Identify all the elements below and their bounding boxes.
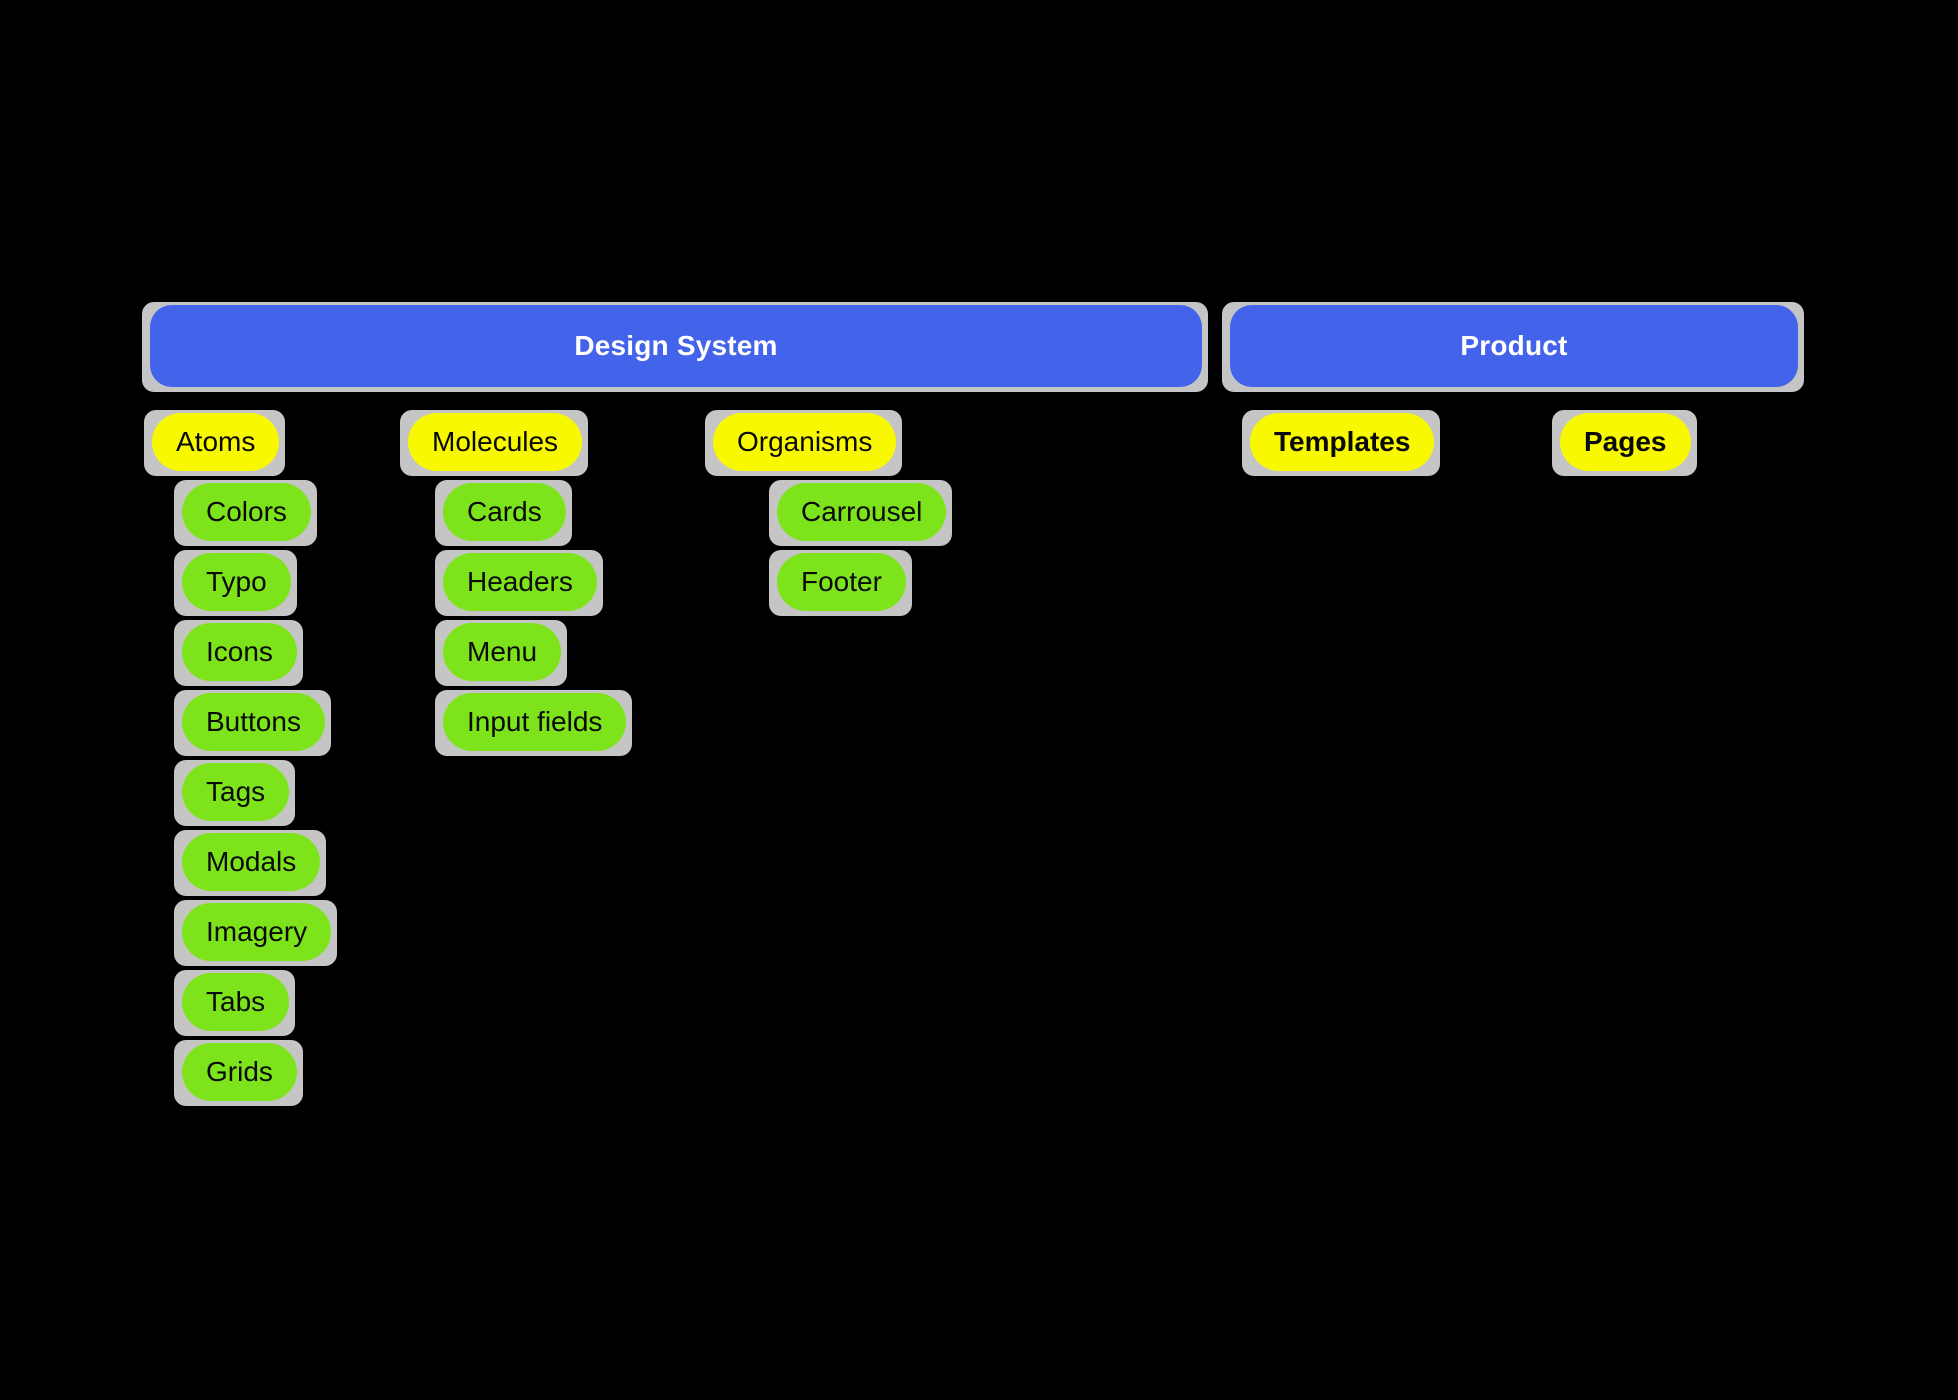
node-grids-halo: Grids [174,1040,303,1106]
templates-column: Templates [1242,410,1441,476]
node-headers-halo: Headers [435,550,603,616]
node-colors: Colors [182,483,311,541]
node-menu: Menu [443,623,562,681]
node-colors-halo: Colors [174,480,317,546]
node-molecules-halo: Molecules [400,410,589,476]
organisms-column: Organisms Carrousel Footer [705,410,953,616]
node-carrousel: Carrousel [777,483,947,541]
node-icons-halo: Icons [174,620,303,686]
product-header-halo: Product [1222,302,1804,392]
design-system-header-bar: Design System [150,305,1202,387]
node-cards: Cards [443,483,566,541]
node-cards-halo: Cards [435,480,572,546]
node-tabs: Tabs [182,973,290,1031]
node-pages-halo: Pages [1552,410,1697,476]
node-input-fields-halo: Input fields [435,690,633,756]
node-imagery-halo: Imagery [174,900,338,966]
node-modals: Modals [182,833,321,891]
node-organisms-halo: Organisms [705,410,903,476]
node-typo: Typo [182,553,291,611]
node-typo-halo: Typo [174,550,297,616]
node-templates: Templates [1250,413,1435,471]
node-tags: Tags [182,763,290,821]
node-modals-halo: Modals [174,830,327,896]
node-atoms-halo: Atoms [144,410,286,476]
node-headers: Headers [443,553,597,611]
node-carrousel-halo: Carrousel [769,480,953,546]
node-input-fields: Input fields [443,693,627,751]
node-icons: Icons [182,623,297,681]
node-atoms: Atoms [152,413,280,471]
node-organisms: Organisms [713,413,897,471]
node-molecules: Molecules [408,413,583,471]
node-buttons: Buttons [182,693,325,751]
node-tabs-halo: Tabs [174,970,296,1036]
node-imagery: Imagery [182,903,332,961]
pages-column: Pages [1552,410,1697,476]
node-pages: Pages [1560,413,1691,471]
node-menu-halo: Menu [435,620,568,686]
node-templates-halo: Templates [1242,410,1441,476]
product-header-bar: Product [1230,305,1798,387]
molecules-column: Molecules Cards Headers Menu Input field… [400,410,633,756]
node-grids: Grids [182,1043,297,1101]
atoms-column: Atoms Colors Typo Icons Buttons Tags Mod… [144,410,338,1106]
design-system-header-halo: Design System [142,302,1208,392]
node-tags-halo: Tags [174,760,296,826]
node-buttons-halo: Buttons [174,690,331,756]
node-footer: Footer [777,553,906,611]
node-footer-halo: Footer [769,550,912,616]
